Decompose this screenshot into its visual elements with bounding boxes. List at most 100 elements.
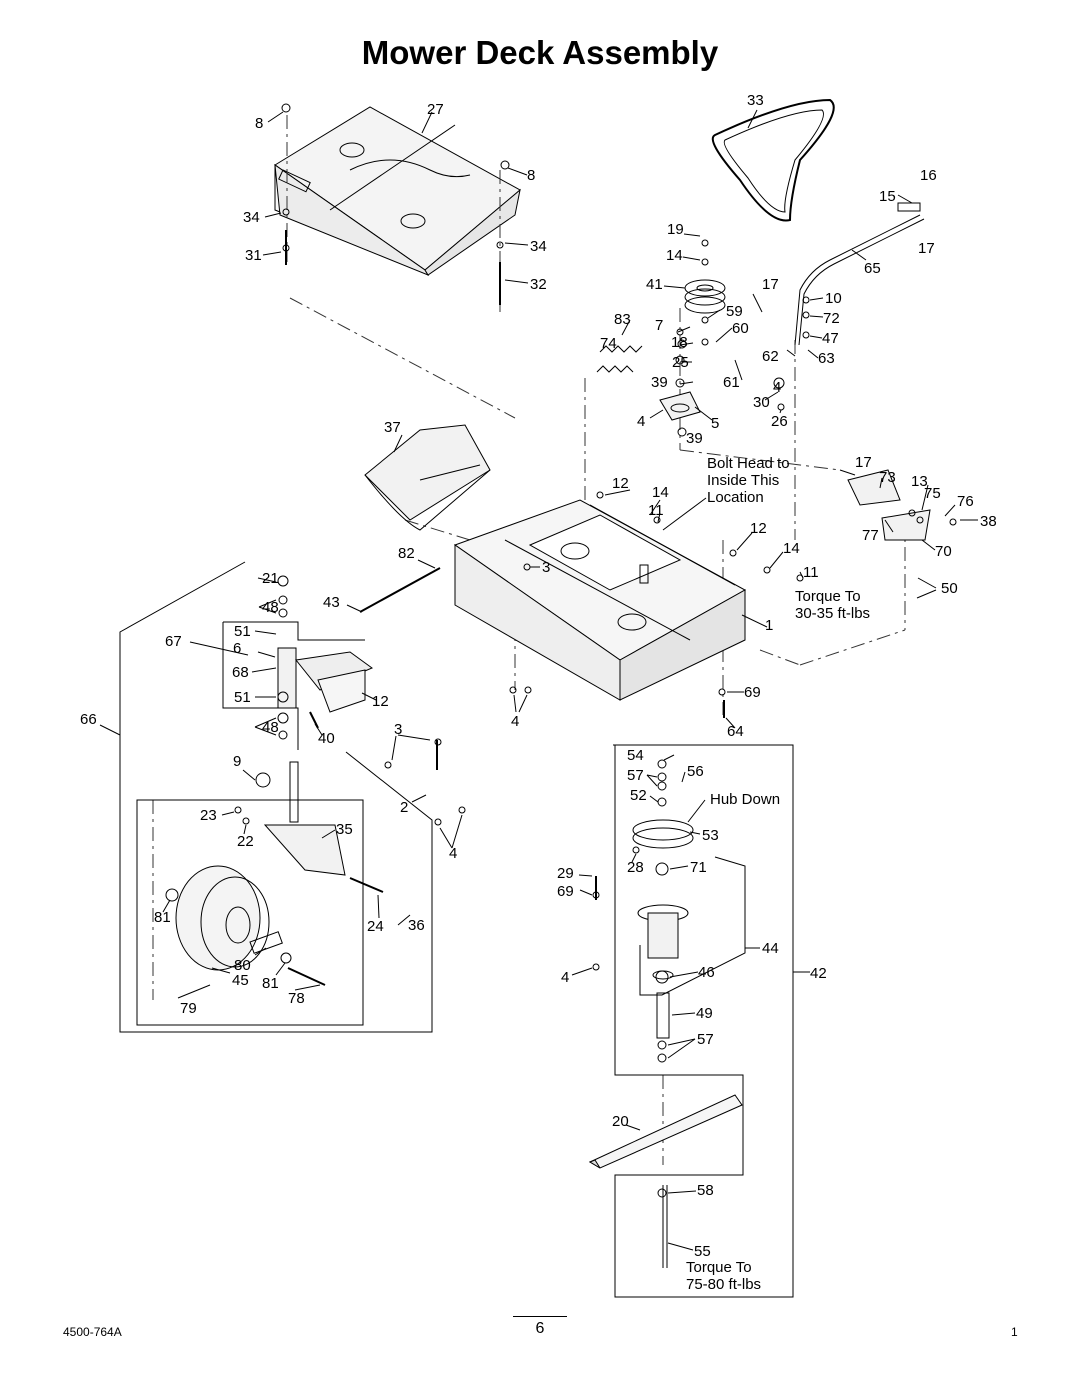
callout: 8: [255, 115, 263, 132]
callout: 20: [612, 1113, 629, 1130]
deck-torque-note-line-2: 30-35 ft-lbs: [795, 605, 870, 622]
callout: 59: [726, 303, 743, 320]
bolt-head-note-line-2: Inside This: [707, 472, 779, 489]
callout: 74: [600, 335, 617, 352]
callout: 55: [694, 1243, 711, 1260]
callout: 38: [980, 513, 997, 530]
callout: 62: [762, 348, 779, 365]
page-number: 6: [535, 1320, 545, 1337]
callout: 57: [627, 767, 644, 784]
callout: 49: [696, 1005, 713, 1022]
callout: 11: [648, 502, 664, 519]
callout: 63: [818, 350, 835, 367]
callout: 8: [527, 167, 535, 184]
callout: 5: [711, 415, 719, 432]
callout: 48: [262, 599, 279, 616]
callout: 81: [154, 909, 171, 926]
callout: 37: [384, 419, 401, 436]
revision-number: 1: [1011, 1325, 1018, 1339]
callout: 42: [810, 965, 827, 982]
callout: 12: [612, 475, 629, 492]
callout: 69: [557, 883, 574, 900]
callout: 64: [727, 723, 744, 740]
assembly-notes: Bolt Head to Inside This Location Torque…: [686, 455, 870, 1293]
callout: 17: [855, 454, 872, 471]
callout: 2: [400, 799, 408, 816]
idler-bracket: [659, 391, 701, 421]
callout: 57: [697, 1031, 714, 1048]
callout: 34: [530, 238, 547, 255]
callout: 39: [651, 374, 668, 391]
deck-torque-note-line-1: Torque To: [795, 588, 861, 605]
callout: 70: [935, 543, 952, 560]
callout: 82: [398, 545, 415, 562]
page-title: Mower Deck Assembly: [361, 34, 719, 71]
callout: 43: [323, 594, 340, 611]
callout: 4: [561, 969, 569, 986]
callout: 4: [511, 713, 519, 730]
caster-fork: [263, 761, 346, 876]
callout: 81: [262, 975, 279, 992]
callout: 36: [408, 917, 425, 934]
callout: 71: [690, 859, 707, 876]
callout: 75: [924, 485, 941, 502]
callout: 65: [864, 260, 881, 277]
callout: 41: [646, 276, 663, 293]
callout: 34: [243, 209, 260, 226]
callout: 76: [957, 493, 974, 510]
callout: 53: [702, 827, 719, 844]
caster-arm: [277, 647, 374, 713]
callout: 39: [686, 430, 703, 447]
bolt-head-note-line-3: Location: [707, 489, 764, 506]
callout: 26: [771, 413, 788, 430]
bolts: [249, 230, 725, 986]
callout: 17: [918, 240, 935, 257]
pulley: [684, 279, 726, 314]
callout: 51: [234, 689, 251, 706]
spindle-outline: [613, 744, 794, 1298]
callout: 10: [825, 290, 842, 307]
callout: 67: [165, 633, 182, 650]
callout: 48: [262, 719, 279, 736]
callout: 18: [671, 334, 688, 351]
callout: 68: [232, 664, 249, 681]
drive-belt: [711, 98, 835, 222]
callout: 73: [879, 469, 896, 486]
callout: 14: [652, 484, 669, 501]
callout: 56: [687, 763, 704, 780]
callout: 28: [627, 859, 644, 876]
callout: 25: [672, 354, 689, 371]
callout: 40: [318, 730, 335, 747]
callout: 11: [803, 564, 819, 581]
callout: 4: [773, 379, 781, 396]
spindle-housing: [632, 819, 694, 1268]
hub-down-note: Hub Down: [710, 791, 780, 808]
callout: 52: [630, 787, 647, 804]
wheel-fork-outline: [136, 799, 364, 1026]
blade-torque-note-line-2: 75-80 ft-lbs: [686, 1276, 761, 1293]
callout: 23: [200, 807, 217, 824]
deck-cover: [274, 103, 521, 277]
callout: 79: [180, 1000, 197, 1017]
callout: 9: [233, 753, 241, 770]
callout: 72: [823, 310, 840, 327]
callout: 19: [667, 221, 684, 238]
callout: 15: [879, 188, 896, 205]
callout: 50: [941, 580, 958, 597]
callout: 35: [336, 821, 353, 838]
callout: 83: [614, 311, 631, 328]
callout: 32: [530, 276, 547, 293]
callout: 1: [765, 617, 773, 634]
mower-blade: [588, 1094, 743, 1169]
callout: 4: [637, 413, 645, 430]
callout: 21: [262, 570, 279, 587]
callout: 3: [542, 559, 550, 576]
callout: 61: [723, 374, 740, 391]
callout: 80: [234, 957, 251, 974]
callout: 6: [233, 640, 241, 657]
callout: 69: [744, 684, 761, 701]
page-number-rule: [513, 1316, 567, 1317]
callout: 77: [862, 527, 879, 544]
callout: 66: [80, 711, 97, 728]
